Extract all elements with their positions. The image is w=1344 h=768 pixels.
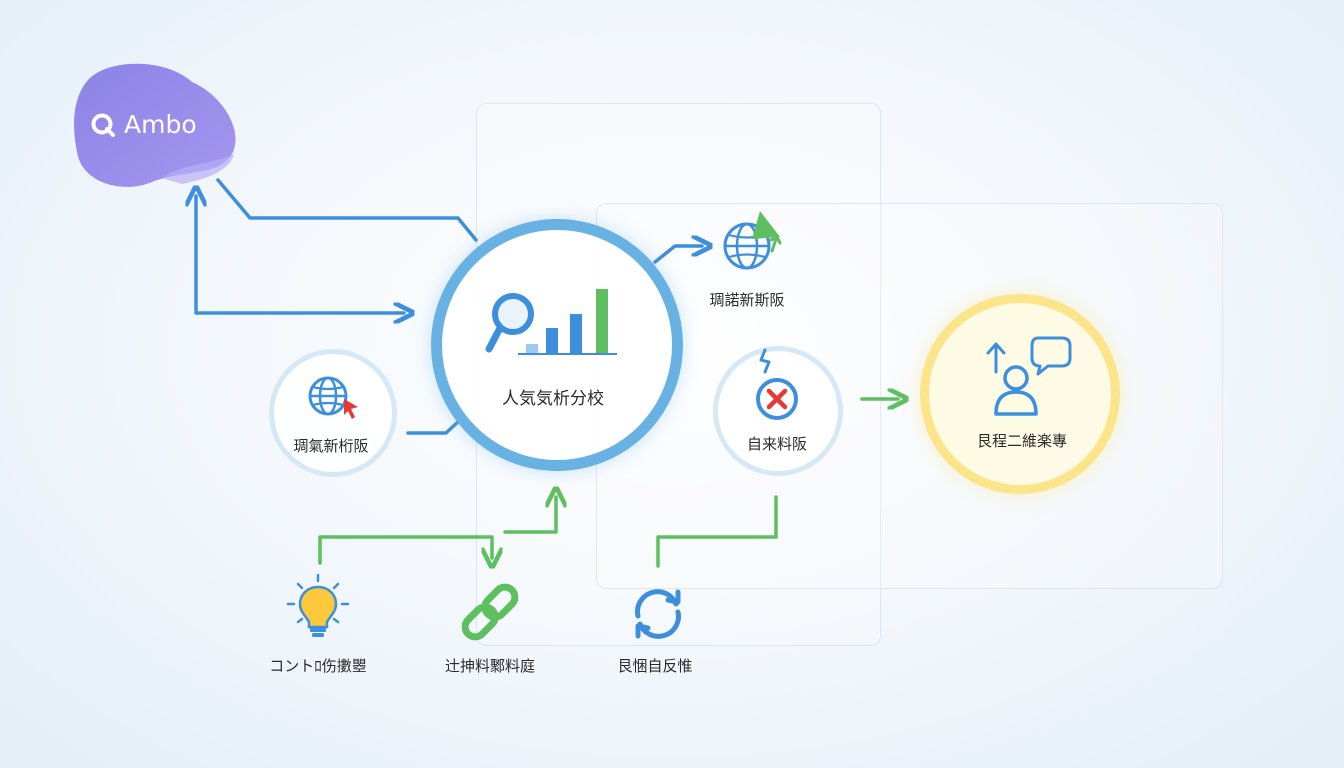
brand-name: Ambo: [124, 110, 197, 139]
globe-arrow-icon: [723, 211, 782, 270]
arrow-idea-to-link: [318, 535, 492, 563]
arrow-center-to-globe-top: [653, 246, 702, 264]
arrow-left-node-to-center: [406, 418, 462, 435]
arrow-link-to-center: [503, 497, 556, 534]
user-node-label: 艮程二維楽專: [976, 432, 1068, 450]
refresh-icon: [635, 589, 681, 639]
center-node-label: 人気気析分校: [502, 389, 604, 409]
arrow-brand-to-center: [216, 178, 478, 242]
chain-link-icon: [461, 583, 519, 641]
user-chat-icon: [986, 336, 1072, 416]
link-label: 辻抻料鄹料庭: [444, 657, 536, 675]
arrow-refresh-to-error: [656, 495, 778, 568]
brand-mark-icon: [91, 113, 115, 137]
broken-link-error-icon: [756, 348, 798, 420]
error-node-label: 自来料阪: [746, 435, 808, 453]
idea-label: コントﾛ伤擻瞾: [269, 657, 367, 675]
globe-top-label: 琱諾新斯阪: [709, 291, 785, 309]
globe-cursor-icon: [308, 376, 358, 419]
brand-logo[interactable]: Ambo: [90, 110, 197, 139]
search-analytics-icon: [485, 289, 617, 355]
error-node[interactable]: [713, 346, 843, 476]
refresh-label: 艮悃自反惟: [617, 657, 693, 675]
center-analytics-node[interactable]: [431, 219, 683, 471]
arrow-loop-to-brand: [196, 196, 404, 313]
globe-left-label: 琱氣新桁阪: [293, 437, 369, 455]
brand-blob: [74, 63, 236, 187]
lightbulb-icon: [286, 573, 350, 637]
